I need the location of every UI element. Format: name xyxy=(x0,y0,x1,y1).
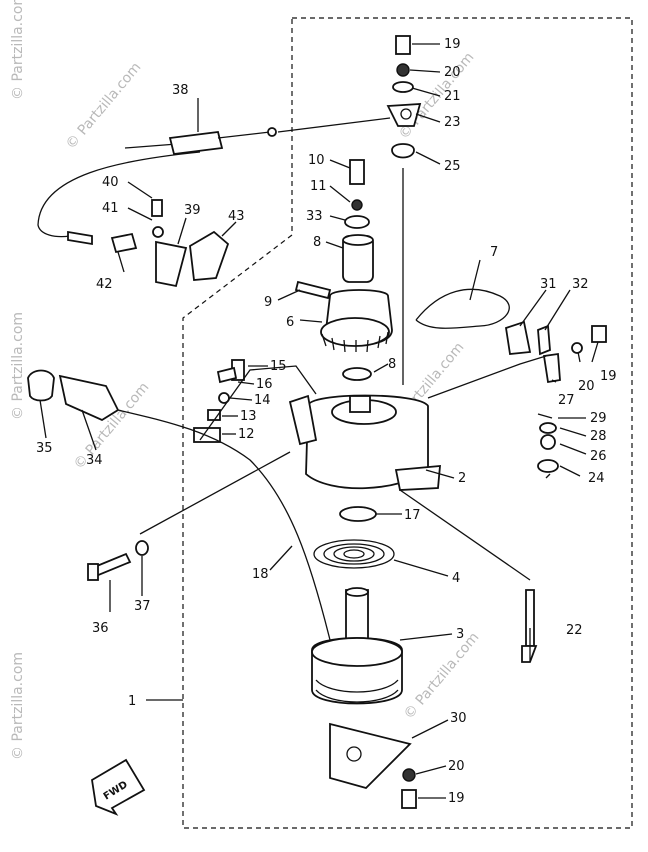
watermark: © Partzilla.com xyxy=(401,630,483,723)
callout-21: 21 xyxy=(444,89,461,104)
fwd-arrow: FWD xyxy=(91,758,146,816)
callout-18: 18 xyxy=(252,567,269,582)
callout-32: 32 xyxy=(572,277,589,292)
callout-6: 6 xyxy=(286,315,294,330)
right-lower-parts xyxy=(537,413,559,473)
washer xyxy=(339,506,377,522)
bottom-plate-parts xyxy=(329,722,417,809)
callout-41: 41 xyxy=(102,201,119,216)
callout-20: 20 xyxy=(448,759,465,774)
callout-38: 38 xyxy=(172,83,189,98)
recoil-spring xyxy=(313,539,395,569)
callout-30: 30 xyxy=(450,711,467,726)
cable-assembly xyxy=(37,127,277,288)
callout-15: 15 xyxy=(270,359,287,374)
callout-2: 2 xyxy=(458,471,466,486)
center-top-parts xyxy=(294,159,374,300)
callout-42: 42 xyxy=(96,277,113,292)
side-bolt xyxy=(87,540,149,581)
callout-19: 19 xyxy=(444,37,461,52)
callout-1: 1 xyxy=(128,694,136,709)
clip xyxy=(415,288,510,329)
watermark: © Partzilla.com xyxy=(396,50,478,143)
callout-29: 29 xyxy=(590,411,607,426)
callout-8: 8 xyxy=(313,235,321,250)
callout-26: 26 xyxy=(590,449,607,464)
callout-10: 10 xyxy=(308,153,325,168)
leader-lines xyxy=(39,43,599,799)
callout-13: 13 xyxy=(240,409,257,424)
callout-20: 20 xyxy=(578,379,595,394)
callout-37: 37 xyxy=(134,599,151,614)
rope-pulley xyxy=(311,587,403,705)
callout-11: 11 xyxy=(310,179,327,194)
callout-34: 34 xyxy=(86,453,103,468)
callout-25: 25 xyxy=(444,159,461,174)
callout-labels: 1 2 3 4 6 7 8 8 9 10 11 12 13 14 15 16 1… xyxy=(36,37,617,806)
small-fasteners xyxy=(193,359,245,443)
rod xyxy=(521,589,538,663)
callout-27: 27 xyxy=(558,393,575,408)
callout-14: 14 xyxy=(254,393,271,408)
callout-17: 17 xyxy=(404,508,421,523)
callout-19: 19 xyxy=(448,791,465,806)
starter-housing xyxy=(288,394,441,491)
callout-39: 39 xyxy=(184,203,201,218)
right-link-parts xyxy=(504,320,607,384)
callout-20: 20 xyxy=(444,65,461,80)
callout-23: 23 xyxy=(444,115,461,130)
callout-9: 9 xyxy=(264,295,272,310)
callout-28: 28 xyxy=(590,429,607,444)
callout-35: 35 xyxy=(36,441,53,456)
callout-36: 36 xyxy=(92,621,109,636)
callout-19: 19 xyxy=(600,369,617,384)
watermark: © Partzilla.com xyxy=(10,652,26,760)
callout-8: 8 xyxy=(388,357,396,372)
watermark: © Partzilla.com xyxy=(10,0,26,100)
callout-3: 3 xyxy=(456,627,464,642)
callout-24: 24 xyxy=(588,471,605,486)
callout-7: 7 xyxy=(490,245,498,260)
callout-22: 22 xyxy=(566,623,583,638)
callout-43: 43 xyxy=(228,209,245,224)
callout-33: 33 xyxy=(306,209,323,224)
callout-16: 16 xyxy=(256,377,273,392)
top-pulley-parts xyxy=(277,35,422,385)
watermark: © Partzilla.com xyxy=(10,312,26,420)
callout-12: 12 xyxy=(238,427,255,442)
callout-4: 4 xyxy=(452,571,460,586)
lever-and-knob xyxy=(27,369,331,641)
callout-31: 31 xyxy=(540,277,557,292)
starter-gear xyxy=(320,289,393,381)
watermark: © Partzilla.com xyxy=(63,60,145,153)
callout-40: 40 xyxy=(102,175,119,190)
